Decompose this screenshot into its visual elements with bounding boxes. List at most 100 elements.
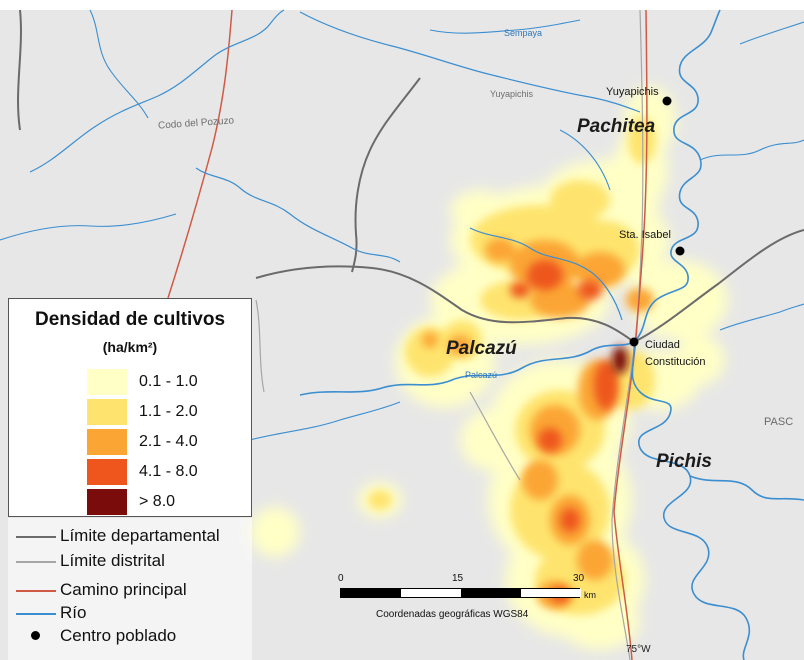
river-palcazu bbox=[299, 341, 635, 396]
scale-segment bbox=[461, 589, 521, 597]
legend-row-district: Límite distrital bbox=[8, 551, 252, 571]
legend-class-label: 0.1 - 1.0 bbox=[139, 373, 198, 390]
legend-swatch bbox=[87, 369, 127, 395]
scale-tick-15: 15 bbox=[452, 573, 464, 584]
district-boundary bbox=[255, 299, 265, 393]
province-label-palcazu: Palcazú bbox=[446, 338, 517, 359]
town-dot-sample bbox=[31, 631, 40, 640]
region-label-pasco: PASC bbox=[764, 416, 794, 428]
legend-class-label: > 8.0 bbox=[139, 493, 176, 510]
legend-class-5: > 8.0 bbox=[87, 489, 247, 515]
density-blob bbox=[250, 507, 300, 557]
town-marker-yuyapichis bbox=[662, 96, 672, 106]
density-class-4 bbox=[510, 260, 618, 603]
legend-class-1: 0.1 - 1.0 bbox=[87, 369, 247, 395]
density-blob bbox=[538, 428, 562, 452]
river bbox=[719, 303, 804, 331]
legend-label-road: Camino principal bbox=[60, 580, 187, 599]
river bbox=[699, 139, 804, 161]
density-blob bbox=[448, 335, 472, 355]
river bbox=[689, 475, 804, 501]
graticule-label: 75°W bbox=[626, 644, 651, 655]
density-blob bbox=[422, 332, 438, 348]
density-blob bbox=[675, 335, 725, 385]
town-markers bbox=[629, 96, 685, 347]
legend-class-label: 4.1 - 8.0 bbox=[139, 463, 198, 480]
legend-swatch bbox=[87, 399, 127, 425]
density-blob bbox=[460, 410, 520, 470]
district-line-sample bbox=[16, 561, 56, 563]
town-label-sta-isabel: Sta. Isabel bbox=[619, 229, 671, 241]
density-blob bbox=[577, 540, 613, 580]
density-blob bbox=[550, 180, 610, 220]
town-marker-ciudad-constitucion bbox=[629, 337, 639, 347]
density-blob bbox=[626, 288, 654, 312]
density-blob bbox=[510, 282, 530, 298]
river bbox=[299, 11, 641, 113]
legend-title: Densidad de cultivos bbox=[34, 309, 226, 330]
label-yuyapichis-district: Yuyapichis bbox=[490, 89, 534, 99]
density-blob bbox=[522, 460, 558, 500]
district-boundary bbox=[611, 341, 636, 660]
density-blob bbox=[578, 280, 602, 300]
density-legend: Densidad de cultivos (ha/km²) 0.1 - 1.0 … bbox=[8, 298, 252, 517]
scale-tick-30: 30 bbox=[573, 573, 585, 584]
legend-swatch bbox=[87, 459, 127, 485]
density-blob bbox=[485, 238, 515, 262]
town-label-yuyapichis: Yuyapichis bbox=[606, 86, 659, 98]
legend-row-department: Límite departamental bbox=[8, 526, 252, 546]
department-boundary bbox=[17, 9, 22, 131]
river bbox=[89, 9, 149, 119]
river-pichis bbox=[631, 341, 751, 660]
coordinate-system-note: Coordenadas geográficas WGS84 bbox=[376, 609, 529, 620]
scale-unit: km bbox=[584, 590, 596, 600]
river bbox=[559, 129, 611, 191]
river-line-sample bbox=[16, 613, 56, 615]
river bbox=[739, 21, 804, 45]
density-blob bbox=[575, 252, 625, 288]
department-boundary bbox=[351, 77, 421, 273]
density-blob bbox=[632, 260, 728, 340]
scale-segment bbox=[521, 589, 581, 597]
label-palcazu-river: Palcazú bbox=[465, 370, 498, 380]
town-marker-sta-isabel bbox=[675, 246, 685, 256]
density-blob bbox=[594, 360, 618, 410]
legend-row-river: Río bbox=[8, 603, 252, 623]
legend-swatch bbox=[87, 489, 127, 515]
crop-density-layer bbox=[250, 86, 728, 650]
legend-class-3: 2.1 - 4.0 bbox=[87, 429, 247, 455]
density-blob bbox=[527, 260, 563, 290]
department-boundary bbox=[255, 229, 804, 344]
density-blob bbox=[530, 282, 590, 318]
density-blob bbox=[612, 346, 628, 374]
department-boundaries bbox=[17, 9, 804, 344]
river bbox=[0, 213, 177, 241]
main-road bbox=[167, 9, 233, 299]
department-line-sample bbox=[16, 536, 56, 538]
legend-class-2: 1.1 - 2.0 bbox=[87, 399, 247, 425]
river bbox=[195, 167, 401, 263]
road-line-sample bbox=[16, 590, 56, 592]
scale-tick-0: 0 bbox=[338, 573, 344, 584]
legend-row-town: Centro poblado bbox=[8, 626, 252, 646]
legend-label-district: Límite distrital bbox=[60, 551, 165, 570]
legend-label-town: Centro poblado bbox=[60, 626, 177, 645]
river-pachitea bbox=[633, 9, 721, 343]
river bbox=[429, 19, 581, 34]
river bbox=[29, 9, 285, 173]
density-class-5 bbox=[612, 346, 628, 374]
town-label-ciudad-constitucion: Ciudad Constitución bbox=[645, 339, 706, 368]
legend-swatch bbox=[87, 429, 127, 455]
river bbox=[249, 401, 401, 441]
label-sempaya-river: Sempaya bbox=[504, 28, 543, 38]
legend-row-road: Camino principal bbox=[8, 580, 252, 600]
symbol-legend: Límite departamental Límite distrital Ca… bbox=[8, 518, 252, 660]
legend-label-department: Límite departamental bbox=[60, 526, 220, 545]
province-label-pichis: Pichis bbox=[656, 451, 712, 472]
legend-label-river: Río bbox=[60, 603, 87, 622]
river bbox=[469, 227, 623, 321]
scale-segment bbox=[401, 589, 461, 597]
legend-class-label: 1.1 - 2.0 bbox=[139, 403, 198, 420]
